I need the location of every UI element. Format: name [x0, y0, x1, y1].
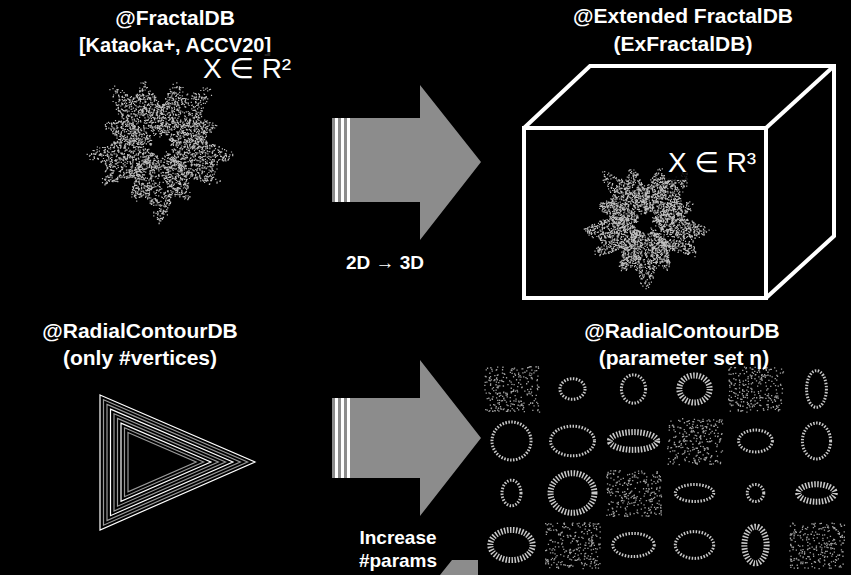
contour-cell	[551, 473, 595, 513]
heading-label: Increase #params	[348, 527, 448, 573]
contour-line	[104, 400, 248, 526]
noise-cell	[545, 522, 601, 569]
contour-cell	[490, 530, 532, 560]
contour-cell	[675, 532, 713, 559]
fractal-image	[87, 81, 234, 224]
noise-cell	[484, 366, 540, 413]
noise-cell	[606, 470, 662, 517]
contour-line	[128, 433, 196, 492]
big-arrow	[332, 360, 481, 516]
triangle-contours	[100, 395, 255, 530]
noise-cell	[667, 418, 723, 465]
contour-line	[114, 414, 226, 511]
heading-label: @Extended FractalDB	[573, 3, 793, 28]
contour-cell	[621, 375, 645, 403]
contour-line	[107, 404, 240, 520]
cube-outline	[524, 66, 834, 298]
heading-label: 2D → 3D	[346, 252, 424, 275]
arrow-fragment	[440, 560, 478, 575]
heading-label: @RadialContourDB	[584, 318, 779, 343]
contour-cell	[744, 527, 766, 564]
fractal-hole	[151, 144, 161, 154]
fractal-dots	[584, 168, 710, 289]
contour-line	[118, 418, 219, 506]
fractal-image	[584, 168, 710, 289]
contour-cell	[747, 484, 764, 501]
math-label: X ∈ R³	[665, 146, 759, 180]
contour-cell	[807, 371, 827, 408]
contour-line	[100, 395, 255, 530]
math-label: X ∈ R²	[200, 52, 294, 86]
noise-cell	[789, 522, 845, 569]
contour-cell	[502, 480, 521, 506]
contour-cell	[679, 375, 709, 402]
contour-line	[125, 428, 204, 497]
contour-line	[121, 423, 211, 501]
contour-cell	[675, 485, 713, 502]
contour-cell	[551, 426, 595, 456]
fractal-hole	[636, 221, 646, 231]
contour-cell	[802, 423, 830, 459]
heading-label: @FractalDB	[115, 5, 235, 30]
contour-line	[111, 409, 233, 516]
contour-cell	[613, 533, 654, 556]
big-arrow	[332, 85, 481, 240]
heading-label: (parameter set η)	[599, 345, 769, 370]
heading-label: (only #vertices)	[63, 345, 217, 370]
heading-label: @RadialContourDB	[42, 318, 237, 343]
contour-cell	[610, 432, 657, 450]
heading-label: (ExFractalDB)	[614, 31, 753, 56]
contour-cell	[492, 422, 531, 460]
contour-cell	[798, 484, 835, 501]
contour-image-grid	[484, 366, 845, 569]
contour-cell	[739, 430, 773, 452]
contour-cell	[560, 379, 585, 400]
noise-cell	[728, 367, 784, 413]
fractal-dots	[87, 81, 234, 224]
